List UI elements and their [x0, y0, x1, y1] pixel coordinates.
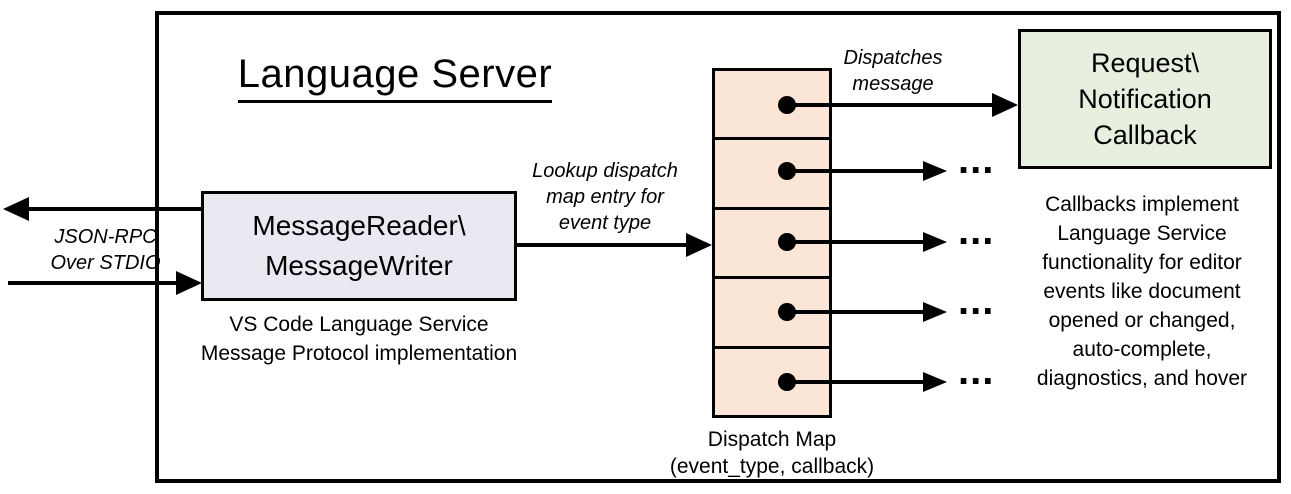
stdio-in-line [8, 281, 178, 285]
dispatch-cell [715, 209, 829, 280]
dispatch-line-4 [787, 310, 923, 314]
lookup-line [517, 243, 688, 247]
reader-caption: VS Code Language Service Message Protoco… [200, 313, 518, 365]
dispatch-line-2 [787, 169, 923, 173]
dispatch-arrowhead-icon [923, 302, 947, 322]
message-reader-writer-box: MessageReader\ MessageWriter [201, 191, 517, 301]
ellipsis-text: ... [958, 279, 995, 323]
dispatch-arrowhead-icon [923, 232, 947, 252]
ellipsis-text: ... [958, 209, 995, 253]
ellipsis-text: ... [958, 138, 995, 182]
stdio-label: JSON-RPC Over STDIO [50, 226, 161, 274]
dispatch-line-1 [787, 103, 994, 107]
dispatch-cell [715, 140, 829, 210]
stdio-out-line [26, 207, 202, 211]
dispatch-line-3 [787, 240, 923, 244]
language-server-box [155, 11, 1281, 483]
dispatch-arrowhead-icon [923, 161, 947, 181]
request-notification-callback-box: Request\ Notification Callback [1018, 29, 1272, 169]
callbacks-note: Callbacks implement Language Service fun… [1036, 193, 1248, 390]
page-title-text: Language Server [237, 52, 553, 103]
lookup-label: Lookup dispatch map entry for event type [532, 160, 678, 234]
stdio-out-arrowhead-icon [3, 197, 29, 221]
dispatches-label: Dispatches message [843, 47, 943, 95]
lookup-arrowhead-icon [686, 233, 712, 257]
dispatch-map [712, 68, 832, 418]
dispatch-line-5 [787, 380, 923, 384]
stdio-in-arrowhead-icon [176, 271, 202, 295]
dispatch-arrowhead-icon [992, 93, 1018, 117]
ellipsis-text: ... [958, 349, 995, 393]
dispatch-map-caption: Dispatch Map (event_type, callback) [669, 428, 875, 478]
page-title: Language Server [195, 52, 595, 103]
dispatch-arrowhead-icon [923, 372, 947, 392]
